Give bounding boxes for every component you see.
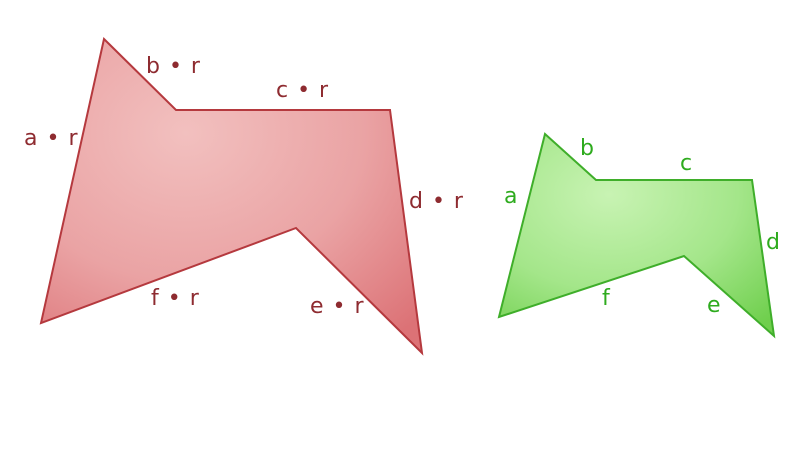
small-side-label-e: e <box>707 293 721 318</box>
large-polygon <box>39 37 424 356</box>
large-side-label-b: b • r <box>146 54 201 79</box>
small-side-label-b: b <box>580 136 594 161</box>
small-side-label-d: d <box>766 230 780 255</box>
large-side-label-a: a • r <box>24 126 79 151</box>
small-side-label-a: a <box>504 184 517 209</box>
small-polygon <box>497 132 776 339</box>
small-side-label-c: c <box>680 151 692 176</box>
large-side-label-f: f • r <box>151 286 200 311</box>
large-side-label-d: d • r <box>409 189 464 214</box>
large-side-label-c: c • r <box>276 78 329 103</box>
small-side-label-f: f <box>602 286 611 311</box>
large-side-label-e: e • r <box>310 294 365 319</box>
